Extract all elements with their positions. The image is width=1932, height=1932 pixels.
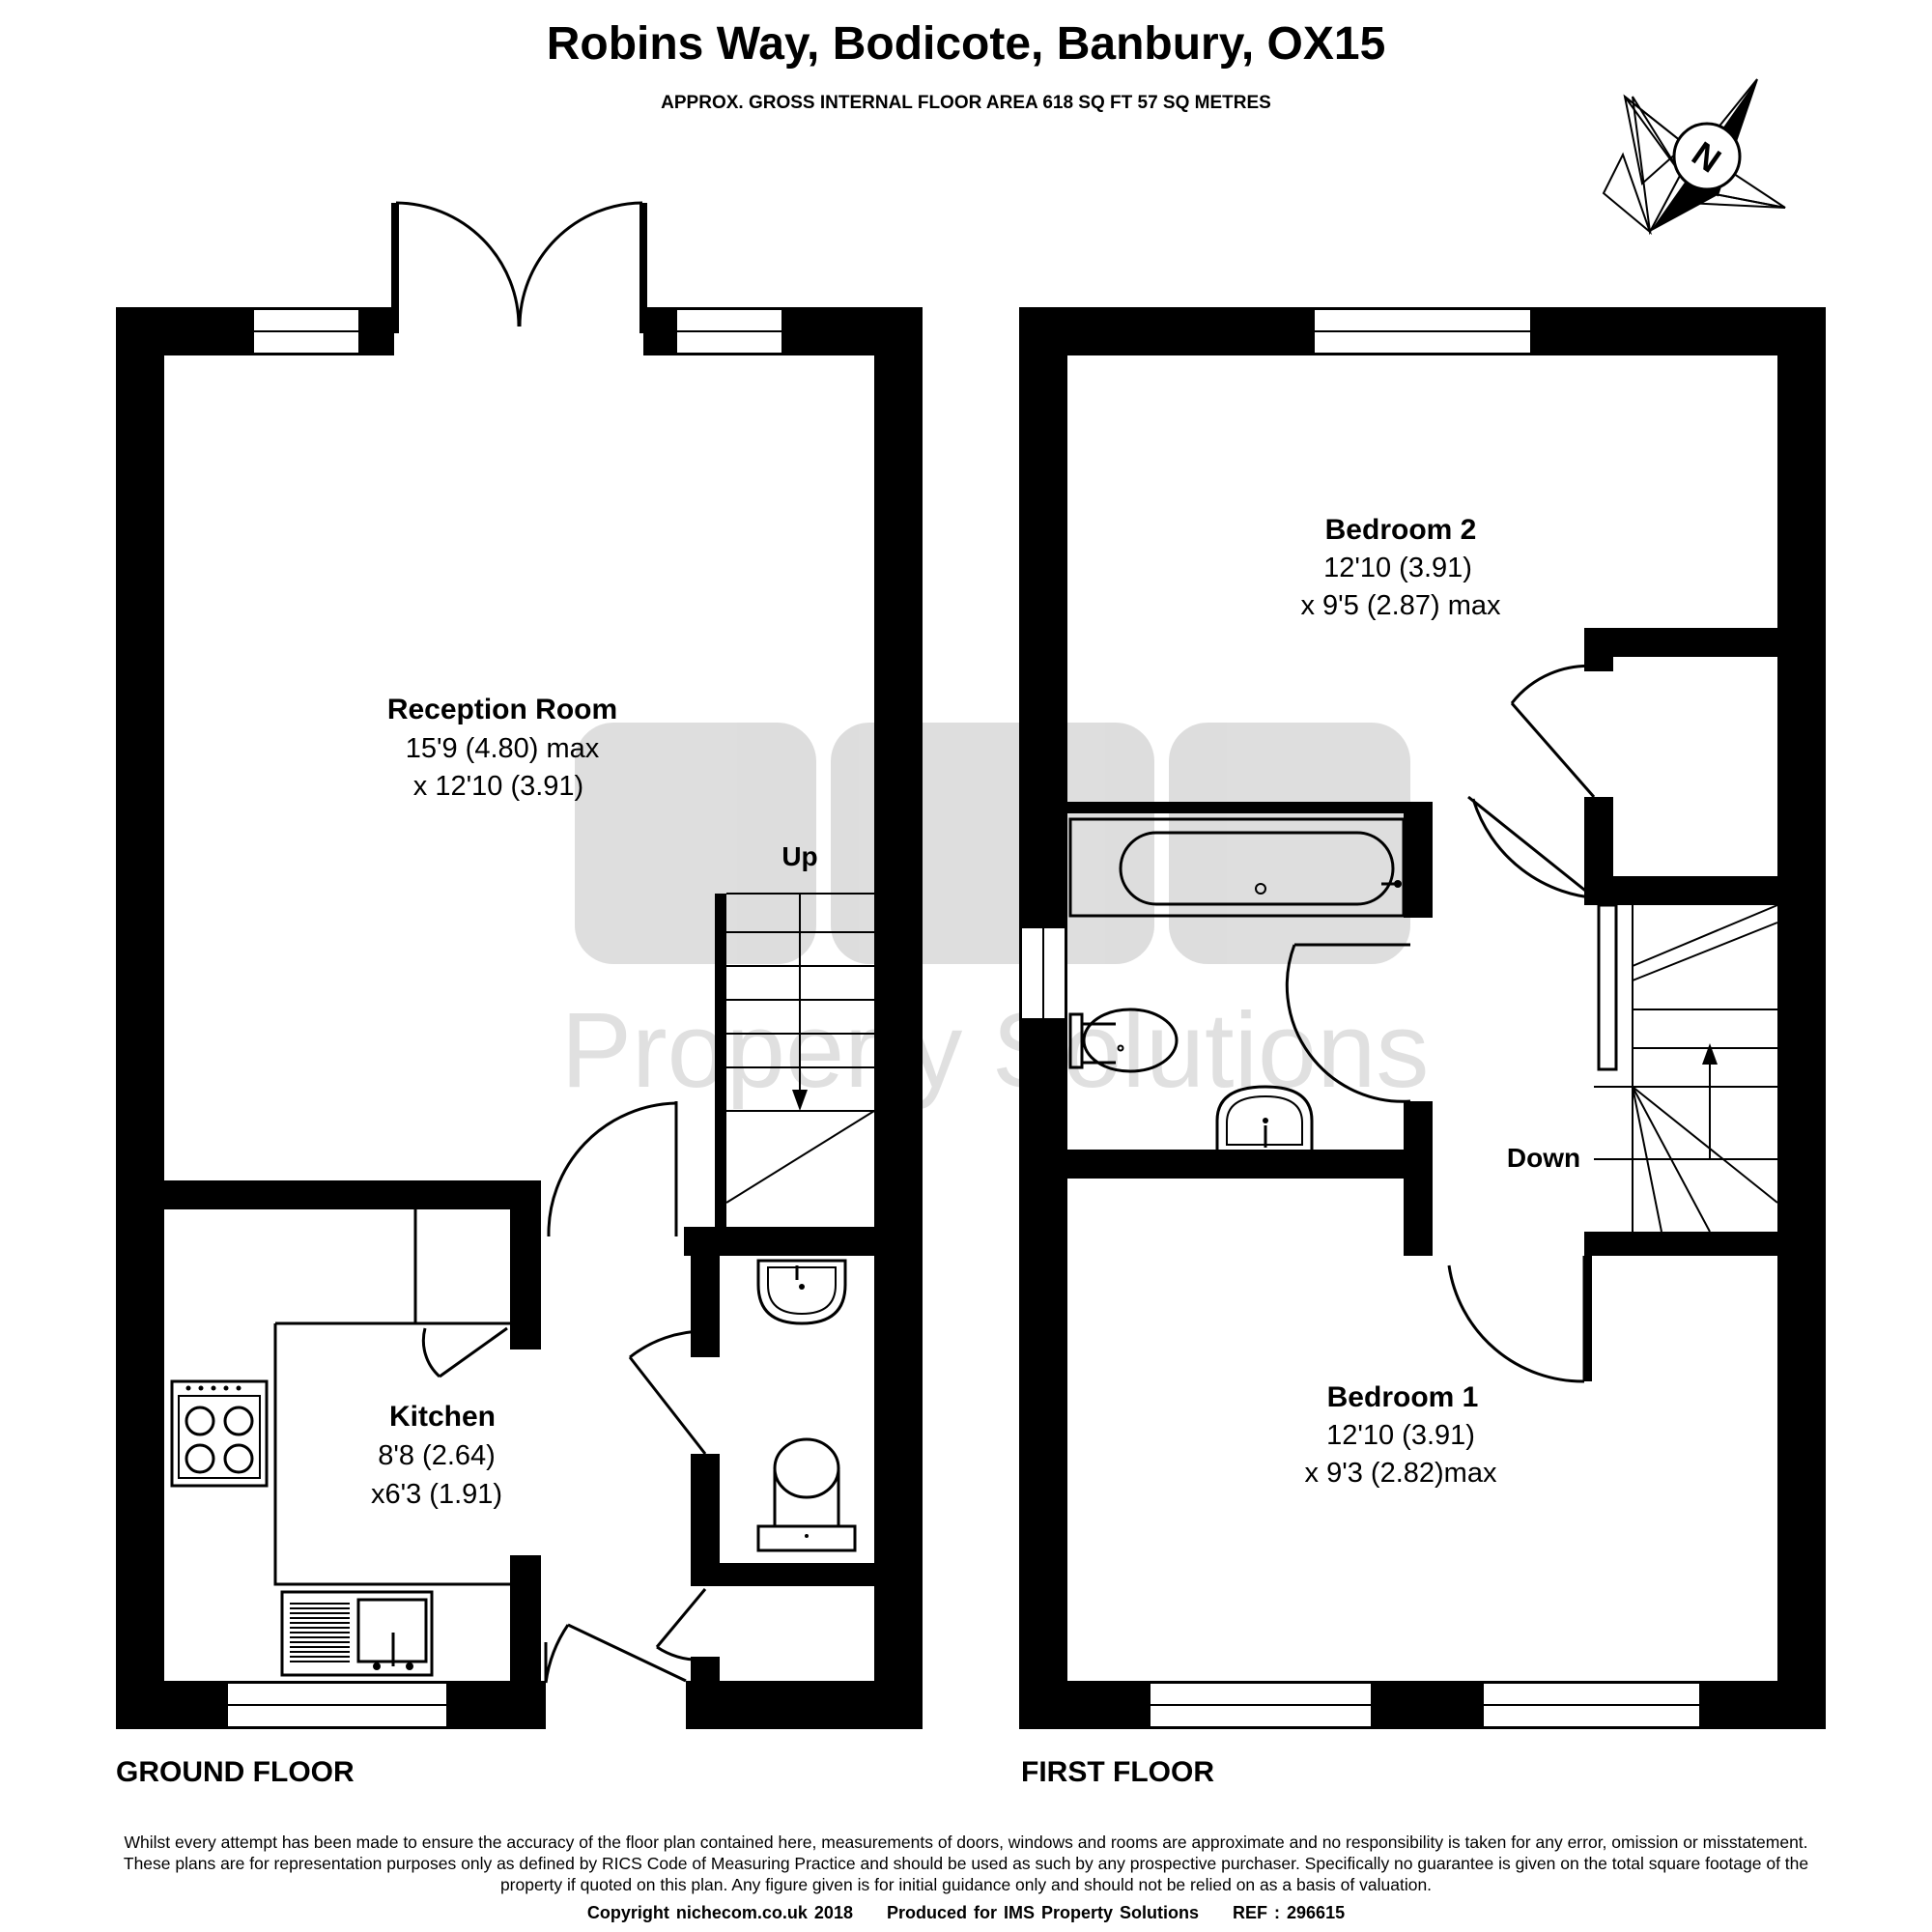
- gf-wall-right: [874, 307, 923, 1729]
- gf-wall-left: [116, 307, 164, 1729]
- gf-wall-wc-left-upper: [691, 1227, 720, 1357]
- gf-wall-wc-left-lower: [691, 1454, 720, 1579]
- ff-wall-landing-left: [1404, 1101, 1433, 1256]
- watermark-text: Property Solutions: [561, 991, 1430, 1110]
- ff-bathroom-toilet: [1068, 1008, 1179, 1073]
- room-dim2-bedroom2: x 9'5 (2.87) max: [1300, 590, 1501, 621]
- disclaimer-text: Whilst every attempt has been made to en…: [123, 1833, 1809, 1894]
- gf-kitchen-worktop: [273, 1209, 510, 1586]
- room-dim1-bedroom1: 12'10 (3.91): [1326, 1420, 1475, 1451]
- gf-kitchen-hob: [170, 1379, 269, 1488]
- plan-title: Robins Way, Bodicote, Banbury, OX15: [546, 18, 1386, 70]
- room-dim2-bedroom1: x 9'3 (2.82)max: [1305, 1458, 1497, 1489]
- ff-wall-cupboard-left-upper: [1584, 628, 1613, 671]
- room-name-reception: Reception Room: [387, 694, 617, 725]
- ff-wall-bathroom-bottom: [1067, 1150, 1406, 1179]
- compass-rose: N: [1602, 78, 1786, 236]
- ff-stairs-down-label: Down: [1507, 1143, 1580, 1173]
- ff-wall-cupboard-top: [1584, 628, 1782, 657]
- footer-credits: Copyright nichecom.co.uk 2018 Produced f…: [0, 1903, 1932, 1923]
- copyright-text: Copyright nichecom.co.uk 2018: [586, 1903, 853, 1922]
- gf-french-doors: [391, 201, 647, 333]
- ff-wall-landing-stairs-stub: [1584, 1232, 1592, 1381]
- ff-wall-landing-stairs-bottom: [1584, 1232, 1782, 1256]
- ff-wall-bathroom-top: [1067, 802, 1433, 813]
- gf-kitchen-sink: [280, 1590, 434, 1677]
- ff-wall-cupboard-bottom: [1584, 876, 1782, 905]
- gf-wall-kitchen-hall-upper: [510, 1180, 541, 1350]
- gf-wall-bottom-right: [686, 1681, 923, 1729]
- ff-bathtub: [1068, 817, 1406, 918]
- produced-for-text: Produced for IMS Property Solutions: [886, 1903, 1200, 1922]
- gf-wall-wc-bottom: [691, 1563, 879, 1586]
- watermark-block-i: [575, 723, 816, 964]
- room-name-kitchen: Kitchen: [389, 1401, 496, 1433]
- ff-wall-right: [1777, 307, 1826, 1729]
- floor-area-subtitle: APPROX. GROSS INTERNAL FLOOR AREA 618 SQ…: [661, 93, 1271, 113]
- room-dim1-kitchen: 8'8 (2.64): [378, 1440, 496, 1471]
- first-floor-label: FIRST FLOOR: [1021, 1756, 1214, 1788]
- room-dim2-kitchen: x6'3 (1.91): [371, 1479, 502, 1510]
- room-dim1-reception: 15'9 (4.80) max: [406, 733, 600, 764]
- watermark-block-s: [1169, 723, 1410, 964]
- gf-wc-basin: [756, 1259, 847, 1325]
- ff-staircase: [1594, 903, 1778, 1233]
- gf-wall-kitchen-hall-lower: [510, 1555, 541, 1729]
- gf-wall-reception-kitchen: [164, 1180, 541, 1209]
- room-dim2-reception: x 12'10 (3.91): [413, 771, 583, 802]
- ff-wall-bottom: [1019, 1681, 1826, 1729]
- gf-stairs-up-label: Up: [781, 841, 817, 871]
- gf-wall-cupboard-left: [691, 1657, 720, 1695]
- ground-floor-plan: Up: [116, 201, 923, 1729]
- ground-floor-label: GROUND FLOOR: [116, 1756, 355, 1788]
- first-floor-plan: Down Bedroom 2 12'10 (3.91) x 9'5 (2.87)…: [1019, 307, 1826, 1729]
- gf-wc-toilet: [756, 1437, 857, 1552]
- room-name-bedroom2: Bedroom 2: [1325, 514, 1477, 546]
- watermark: [575, 723, 1410, 964]
- room-dim1-bedroom2: 12'10 (3.91): [1323, 553, 1472, 583]
- ff-wall-cupboard-left-lower: [1584, 797, 1613, 884]
- ff-bathroom-basin: [1215, 1085, 1314, 1150]
- gf-staircase: [715, 893, 875, 1236]
- room-name-bedroom1: Bedroom 1: [1327, 1381, 1479, 1413]
- ff-wall-bathroom-right-upper: [1404, 802, 1433, 918]
- reference-text: REF : 296615: [1233, 1903, 1346, 1922]
